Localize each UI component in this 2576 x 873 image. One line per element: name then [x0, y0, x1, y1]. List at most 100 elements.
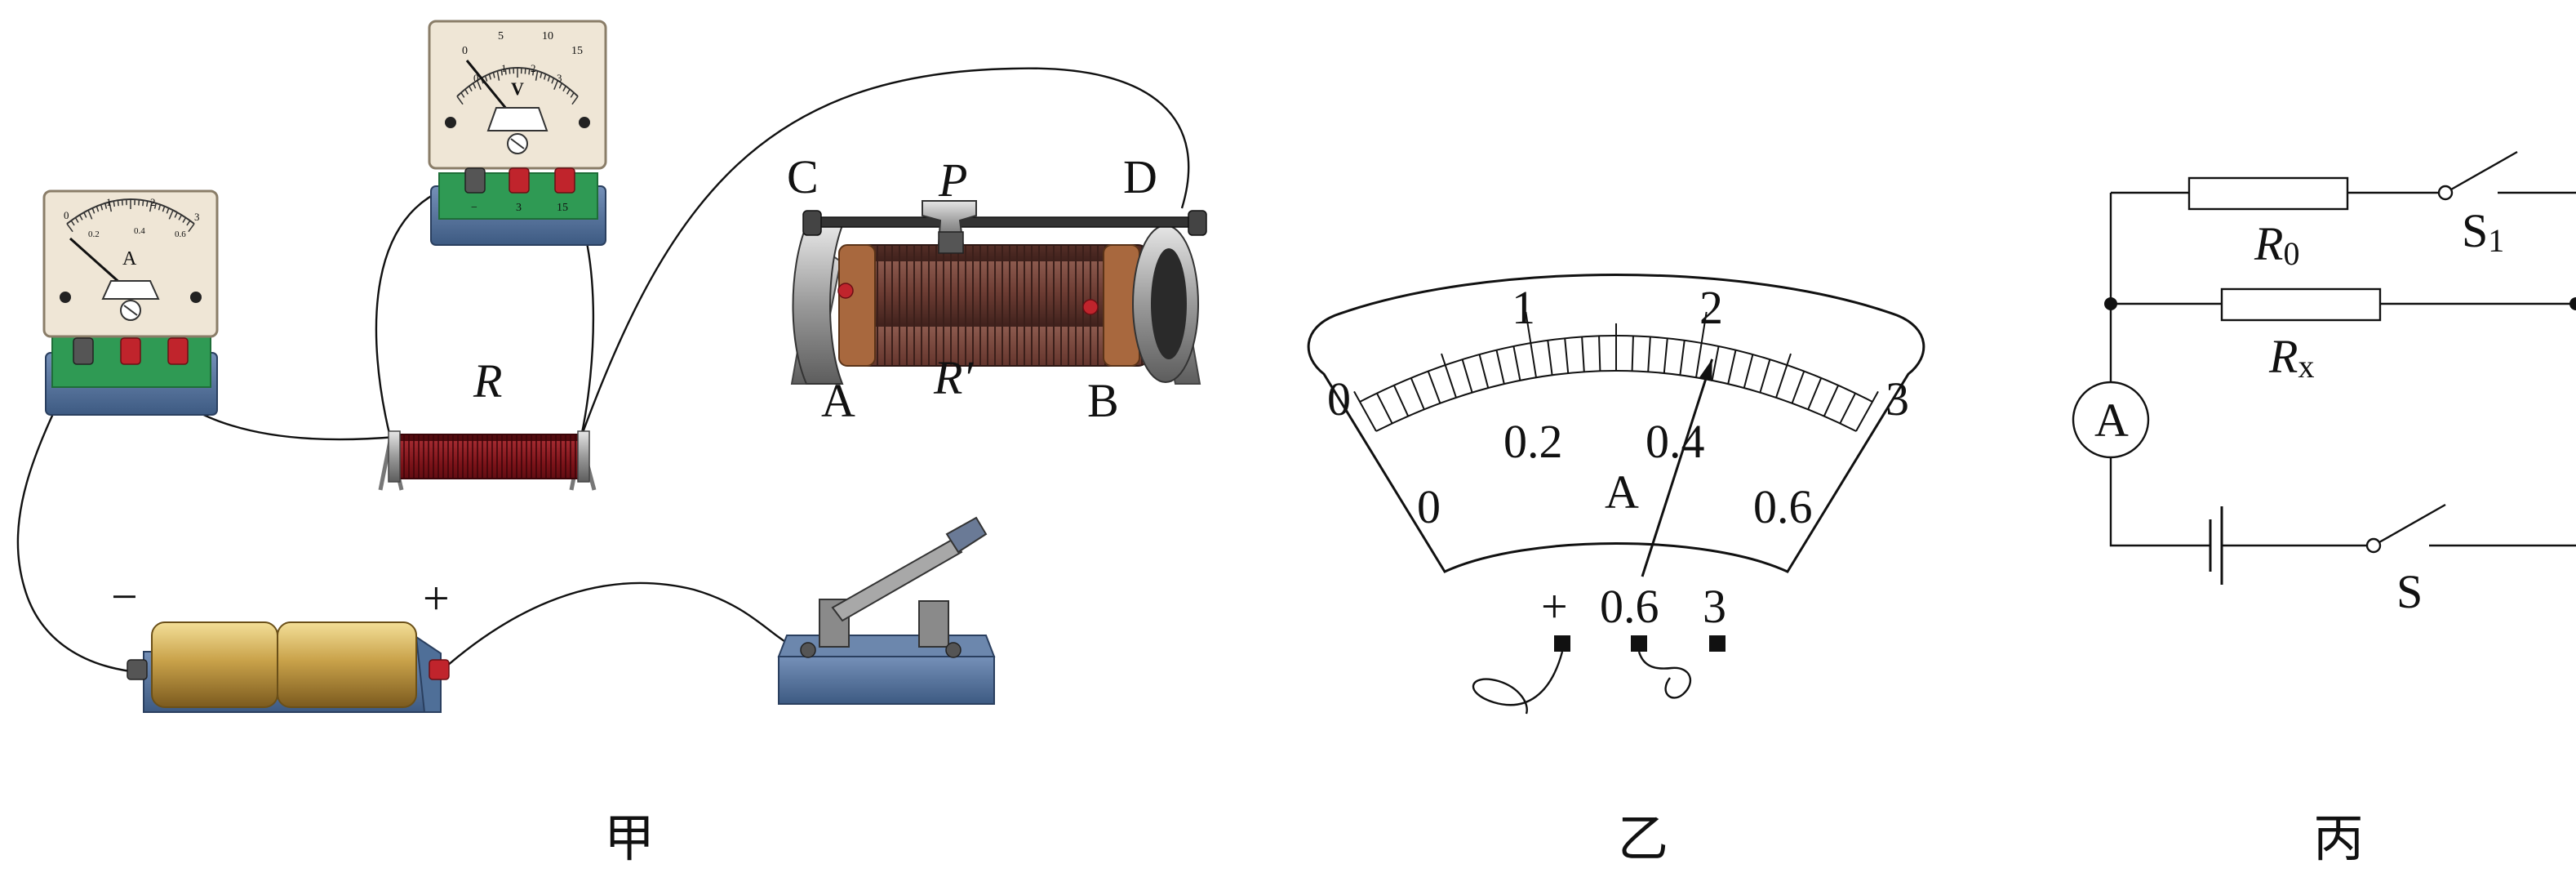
resistor-Rx-symbol	[2220, 287, 2382, 322]
scale-tick	[570, 92, 575, 98]
junction-left	[2104, 297, 2117, 310]
ammeter: 0 1 2 3 0.2 0.4 0.6 A	[42, 189, 219, 416]
scale-tick	[496, 70, 500, 81]
meter-terminal-3	[1709, 635, 1725, 652]
dial-tick	[1598, 336, 1601, 372]
meter-top-label-0: 0	[1327, 372, 1351, 425]
scale-tick	[166, 207, 170, 214]
dial-tick	[1525, 311, 1537, 378]
ammeter-scale-top-0: 0	[64, 209, 69, 221]
voltmeter-terminal-minus	[464, 167, 486, 194]
scale-tick	[168, 210, 174, 220]
switch-S1-blade[interactable]	[2450, 150, 2518, 191]
rheostat-label-P: P	[938, 154, 967, 207]
ammeter-scale-ticks	[66, 199, 195, 233]
switch-terminal-left	[800, 642, 816, 658]
figure-jia: 0 5 10 15 0 1 2 3 V − 3 15	[16, 20, 1207, 868]
battery-label-plus: +	[423, 572, 450, 625]
voltmeter-scale-ticks	[456, 68, 579, 105]
ammeter-terminals	[73, 337, 189, 365]
scale-tick	[113, 201, 116, 207]
scale-tick	[104, 203, 108, 209]
resistor-right-cap	[577, 430, 590, 483]
dial-tick	[1727, 350, 1737, 385]
scale-tick	[528, 69, 531, 75]
caption-bing: 丙	[2313, 808, 2364, 868]
voltmeter-rivet-left	[445, 117, 456, 128]
ammeter-scale-top-3: 3	[194, 211, 200, 223]
battery-cell-left	[151, 621, 278, 708]
meter-wire-06	[1637, 651, 1692, 699]
ammeter-terminal-3	[167, 337, 189, 365]
scale-tick	[504, 69, 507, 75]
figure-yi: 0 1 2 3 0 0.2 0.4 0.6 A + 0.6 3 乙	[1307, 274, 1925, 868]
knife-switch[interactable]	[777, 516, 996, 705]
rheostat-label-D: D	[1123, 150, 1157, 203]
label-S1: S1	[2462, 204, 2504, 259]
resistor-R0-symbol	[2187, 176, 2349, 211]
scale-tick	[109, 202, 113, 212]
scale-tick	[547, 75, 551, 82]
voltmeter-scale-bottom-0: 0	[473, 72, 479, 84]
ammeter-rivet-left	[60, 292, 71, 303]
voltmeter-scale-top-5: 5	[498, 30, 504, 42]
dial-tick	[1823, 385, 1840, 416]
dial-tick	[1647, 336, 1651, 372]
figure-bing: A R0 S1 Rx S 丙	[2072, 150, 2576, 868]
battery-terminal-plus	[429, 659, 450, 680]
ammeter-symbol-label: A	[2094, 394, 2129, 447]
ammeter-rivet-right	[190, 292, 202, 303]
battery-label-minus: −	[111, 570, 138, 623]
label-R0: R0	[2254, 217, 2299, 272]
scale-tick	[558, 82, 562, 89]
scale-tick	[142, 200, 144, 207]
resistor-left-cap	[388, 430, 401, 483]
schematic-wires	[2109, 191, 2576, 547]
ammeter-scale-bottom-02: 0.2	[88, 229, 100, 239]
ammeter-scale-bottom-06: 0.6	[175, 229, 186, 239]
dial-tick	[1679, 340, 1686, 376]
scale-tick	[488, 73, 491, 80]
ammeter-terminal-minus	[73, 337, 94, 365]
scale-tick	[492, 72, 495, 78]
voltmeter-terminal-label-3: 3	[516, 202, 522, 214]
dial-tick	[1581, 336, 1585, 372]
rheostat: C P D A R′ B	[787, 150, 1207, 427]
switch-blade[interactable]	[831, 537, 963, 622]
dial-tick	[1839, 393, 1856, 424]
dial-tick	[1791, 371, 1805, 404]
scale-tick	[95, 206, 100, 212]
meter-needle	[1641, 359, 1714, 577]
voltmeter: 0 5 10 15 0 1 2 3 V − 3 15	[428, 20, 607, 246]
scale-tick	[540, 72, 543, 78]
switch-S-blade[interactable]	[2378, 503, 2446, 544]
voltmeter-rivet-right	[579, 117, 590, 128]
scale-tick	[70, 220, 75, 226]
scale-tick	[74, 217, 79, 223]
rheostat-slide-bar	[812, 216, 1197, 228]
resistor-label: R	[473, 354, 502, 408]
dial-tick	[1495, 350, 1505, 385]
label-Rx: Rx	[2268, 330, 2314, 385]
ammeter-scale-top-2: 2	[150, 196, 156, 208]
switch-handle[interactable]	[945, 516, 988, 554]
scale-tick	[531, 69, 535, 76]
voltmeter-scale-top-10: 10	[542, 30, 553, 42]
meter-wire-plus	[1472, 651, 1564, 715]
scale-tick	[456, 96, 464, 105]
scale-tick	[91, 207, 95, 214]
meter-top-label-3: 3	[1885, 372, 1909, 425]
scale-tick	[145, 201, 149, 207]
scale-tick	[484, 75, 488, 82]
scale-tick	[138, 199, 140, 206]
voltmeter-terminal-label-minus: −	[471, 202, 477, 214]
scale-tick	[553, 80, 559, 90]
scale-tick	[509, 68, 511, 74]
ammeter-needle-bracket	[101, 280, 160, 300]
meter-scale-ticks	[1353, 311, 1879, 432]
voltmeter-scale-bottom-1: 1	[501, 62, 507, 74]
scale-tick	[178, 214, 183, 220]
ammeter-face	[42, 189, 219, 338]
scale-tick	[149, 202, 153, 212]
dial-tick	[1427, 371, 1441, 404]
